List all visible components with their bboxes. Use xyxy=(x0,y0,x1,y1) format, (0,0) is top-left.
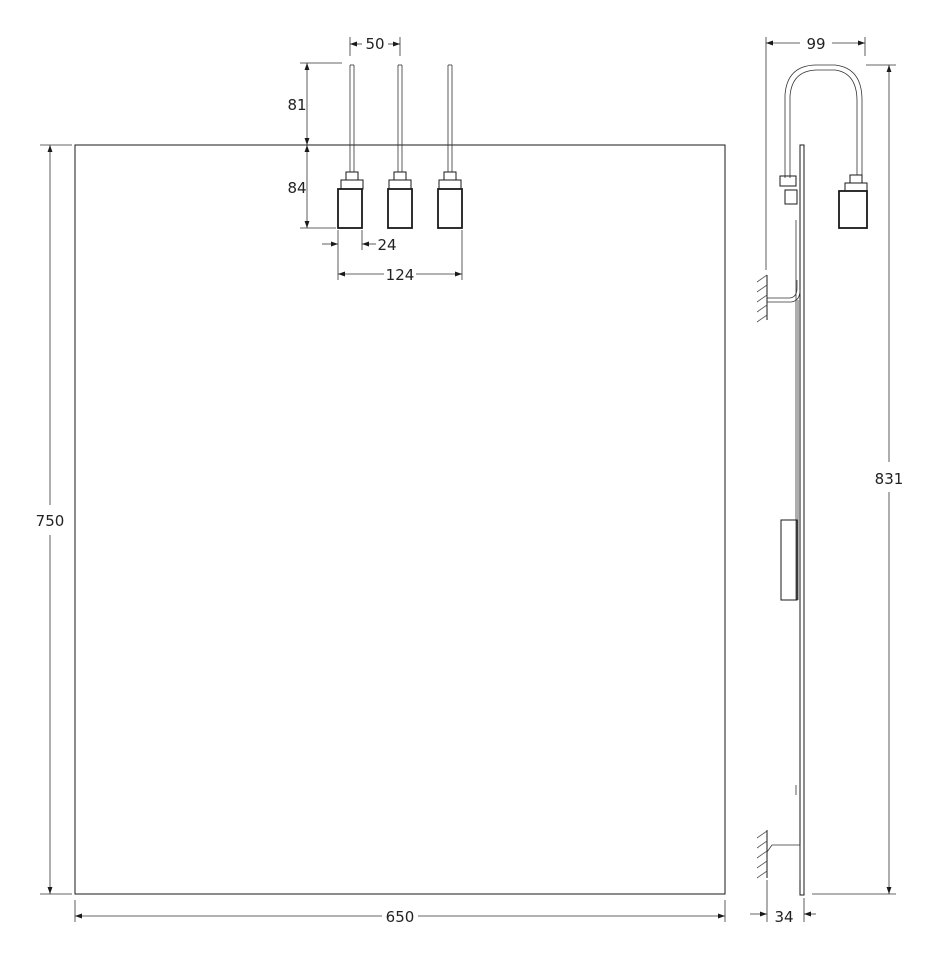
lamp-shade-side xyxy=(838,190,868,229)
dimension-lamp-projection: 99 xyxy=(765,35,866,270)
dimension-depth: 34 xyxy=(750,880,816,926)
dimension-lamp-heights: 81 84 xyxy=(287,62,342,229)
mirror-panel-side xyxy=(799,144,805,896)
lamp-pitch-label: 50 xyxy=(365,35,384,53)
lamp-stem-label: 81 xyxy=(287,96,306,114)
driver-box xyxy=(780,519,798,601)
dimension-lamp-pitch: 50 xyxy=(349,35,401,56)
lamp-diameter-label: 24 xyxy=(377,236,396,254)
upper-wall-mount xyxy=(756,274,801,323)
lamp-projection-label: 99 xyxy=(806,35,825,53)
dimension-total-height: 831 xyxy=(812,64,904,895)
side-view: 99 831 34 xyxy=(750,35,903,926)
height-label: 750 xyxy=(36,512,65,530)
width-label: 650 xyxy=(386,908,415,926)
front-view: 50 81 84 24 124 xyxy=(36,35,726,926)
dimension-height: 750 xyxy=(36,144,72,895)
lamp-arm-side xyxy=(779,64,868,229)
mirror-panel-front xyxy=(74,144,726,895)
total-height-label: 831 xyxy=(875,470,904,488)
lamp-group-width-label: 124 xyxy=(386,266,415,284)
depth-label: 34 xyxy=(774,908,793,926)
lamp-fixture-2 xyxy=(387,64,413,229)
lamp-fixture-1 xyxy=(337,64,364,229)
lamp-body-label: 84 xyxy=(287,179,306,197)
dimension-lamp-group: 124 xyxy=(338,230,463,284)
lower-wall-mount xyxy=(756,785,801,880)
lamp-fixture-3 xyxy=(437,64,463,229)
dimension-width: 650 xyxy=(74,900,726,926)
